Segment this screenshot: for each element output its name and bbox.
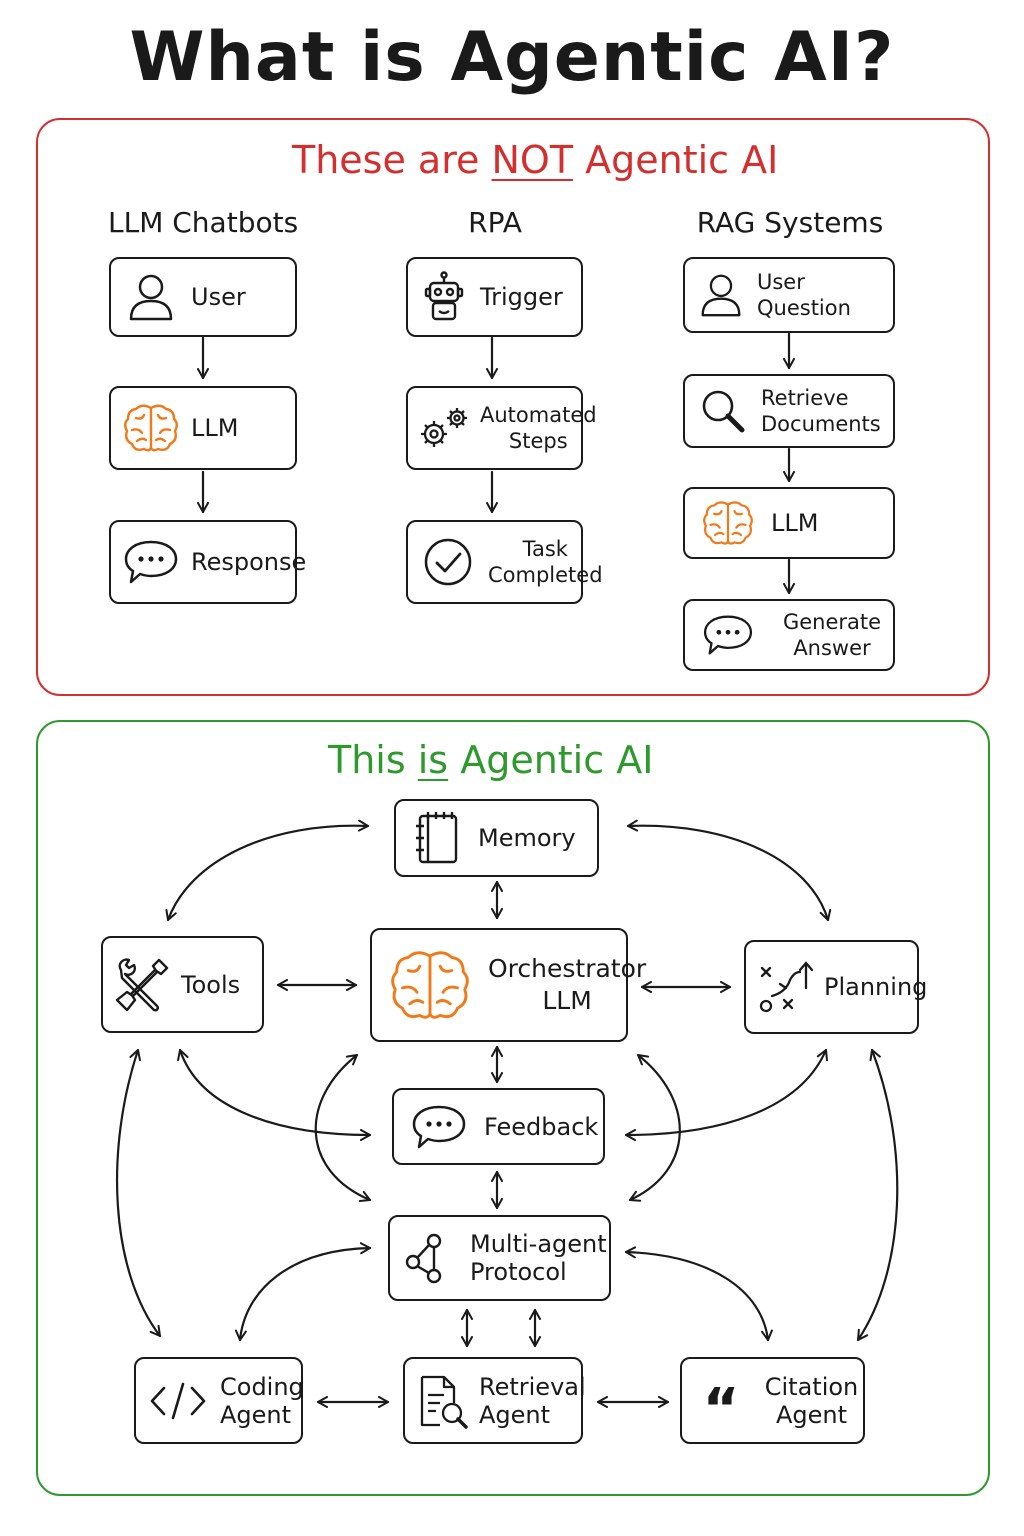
heading-suffix: Agentic AI: [460, 738, 654, 782]
node-label: Citation Agent: [764, 1372, 859, 1429]
rpa-trigger-box: Trigger: [406, 257, 583, 337]
node-label: Feedback: [484, 1112, 599, 1141]
node-label: Retrieval Agent: [479, 1372, 586, 1429]
not-agentic-heading: These are NOT Agentic AI: [292, 138, 778, 182]
multi-agent-node: Multi-agent Protocol: [388, 1215, 611, 1301]
orchestrator-node: Orchestrator LLM: [370, 928, 646, 1042]
node-label: Memory: [478, 824, 576, 852]
document-search-icon: [405, 1373, 479, 1429]
rpa-steps-box: Automated Steps: [406, 386, 597, 470]
brain-icon: [372, 947, 488, 1023]
step-label: Response: [191, 548, 307, 576]
chat-bubble-icon: [111, 538, 191, 586]
step-label: Generate Answer: [782, 610, 882, 660]
page-title: What is Agentic AI?: [129, 18, 895, 97]
wrench-screwdriver-icon: [103, 956, 181, 1014]
citation-agent-node: “ Citation Agent: [680, 1357, 865, 1444]
node-label: Multi-agent Protocol: [470, 1230, 607, 1286]
step-label: User: [191, 283, 246, 311]
agentic-heading: This is Agentic AI: [328, 738, 653, 782]
not-agentic-panel: [36, 118, 990, 696]
rag-answer-box: Generate Answer: [683, 599, 895, 671]
node-label: Coding Agent: [220, 1372, 304, 1429]
chat-bubble-icon: [685, 613, 771, 657]
rpa-completed-box: Task Completed: [406, 520, 603, 604]
column-title-rpa: RPA: [468, 206, 522, 239]
user-icon: [111, 272, 191, 322]
gears-icon: [408, 402, 480, 454]
step-label: LLM: [191, 414, 239, 442]
magnifier-icon: [685, 386, 761, 436]
chatbot-response-box: Response: [109, 520, 306, 604]
heading-emphasis: is: [417, 738, 449, 782]
step-label: User Question: [757, 270, 851, 320]
agentic-panel: [36, 720, 990, 1496]
column-title-rag: RAG Systems: [696, 206, 884, 239]
brain-icon: [111, 402, 191, 454]
heading-emphasis: NOT: [491, 138, 574, 182]
retrieval-agent-node: Retrieval Agent: [403, 1357, 586, 1444]
tools-node: Tools: [101, 936, 264, 1033]
network-icon: [390, 1232, 470, 1284]
heading-prefix: These are: [292, 138, 480, 182]
code-icon: [136, 1380, 220, 1422]
node-label: Planning: [824, 973, 928, 1001]
feedback-node: Feedback: [392, 1088, 605, 1165]
memory-node: Memory: [394, 799, 599, 877]
node-label: Tools: [181, 970, 241, 999]
step-label: Retrieve Documents: [761, 386, 881, 436]
planning-node: Planning: [744, 940, 927, 1034]
heading-suffix: Agentic AI: [585, 138, 779, 182]
user-icon: [685, 272, 757, 318]
step-label: LLM: [771, 509, 819, 537]
node-label: Orchestrator LLM: [488, 954, 647, 1015]
chatbot-user-box: User: [109, 257, 297, 337]
heading-prefix: This: [328, 738, 406, 782]
rag-llm-box: LLM: [683, 487, 895, 559]
chat-bubble-icon: [394, 1103, 484, 1151]
coding-agent-node: Coding Agent: [134, 1357, 304, 1444]
step-label: Trigger: [480, 283, 563, 311]
play-diagram-icon: [746, 958, 824, 1016]
brain-icon: [685, 499, 771, 547]
rag-retrieve-box: Retrieve Documents: [683, 374, 895, 448]
step-label: Task Completed: [488, 537, 603, 587]
column-title-chatbots: LLM Chatbots: [108, 206, 299, 239]
robot-icon: [408, 271, 480, 323]
quote-icon: “: [702, 1376, 740, 1442]
step-label: Automated Steps: [480, 403, 597, 453]
rag-question-box: User Question: [683, 257, 895, 333]
notebook-icon: [396, 810, 478, 866]
check-circle-icon: [408, 536, 488, 588]
chatbot-llm-box: LLM: [109, 386, 297, 470]
